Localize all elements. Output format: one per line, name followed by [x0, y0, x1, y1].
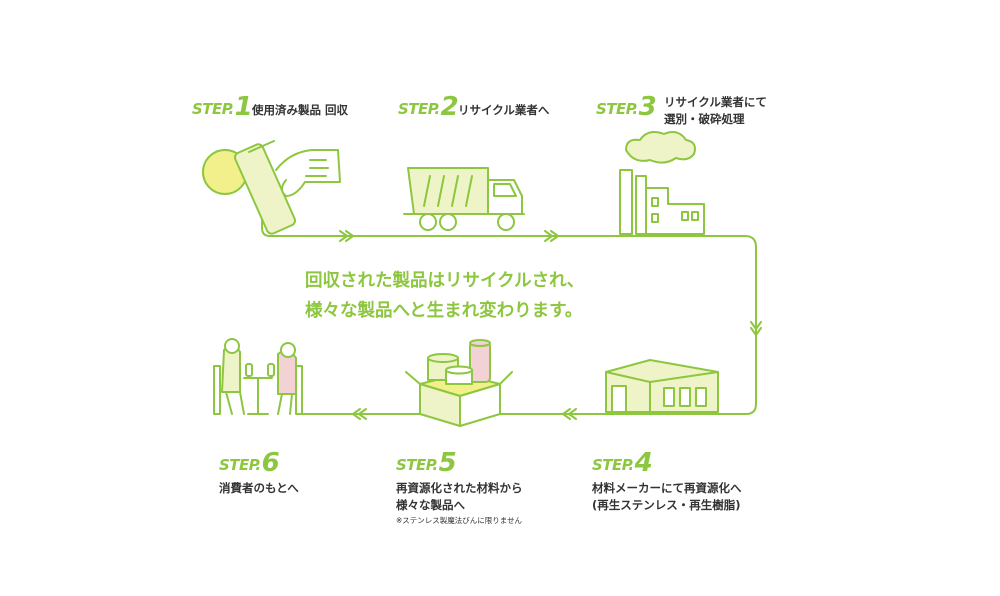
step-3-description: リサイクル業者にて 選別・破砕処理: [664, 94, 767, 128]
step-desc-line: 材料メーカーにて再資源化へ: [592, 481, 742, 495]
step-desc-line: リサイクル業者にて: [664, 95, 767, 109]
step-word: STEP.: [192, 100, 234, 118]
step-5-description: 再資源化された材料から 様々な製品へ: [396, 480, 523, 514]
arrow-right-icon: [544, 230, 559, 242]
step-desc-line: 再資源化された材料から: [396, 481, 523, 495]
step-word: STEP.: [592, 456, 634, 474]
center-message: 回収された製品はリサイクルされ、 様々な製品へと生まれ変わります。: [305, 266, 635, 326]
step-desc-line: リサイクル業者へ: [458, 103, 550, 117]
step-word: STEP.: [396, 456, 438, 474]
factory-icon: [619, 131, 705, 235]
product-box-icon: [405, 339, 513, 427]
arrow-down-icon: [750, 321, 762, 336]
step-3-label: STEP. 3: [596, 92, 657, 122]
step-desc-line: 消費者のもとへ: [219, 481, 299, 495]
step-number: 2: [440, 92, 459, 122]
step-5-label: STEP. 5: [396, 448, 457, 478]
step-desc-line: 選別・破砕処理: [664, 112, 745, 126]
step-desc-line: 使用済み製品 回収: [252, 103, 349, 117]
step-word: STEP.: [219, 456, 261, 474]
step-5-note: ※ステンレス製魔法びんに限りません: [396, 516, 523, 525]
consumers-at-table-icon: [213, 338, 303, 415]
recycling-truck-icon: [403, 167, 525, 231]
step-4-description: 材料メーカーにて再資源化へ (再生ステンレス・再生樹脂): [592, 480, 742, 514]
hand-with-bottle-icon: [202, 140, 341, 235]
center-message-line: 様々な製品へと生まれ変わります。: [305, 301, 583, 321]
step-desc-line: (再生ステンレス・再生樹脂): [592, 498, 741, 512]
warehouse-icon: [605, 359, 719, 413]
arrow-left-icon: [352, 408, 367, 420]
step-number: 3: [638, 92, 657, 122]
step-1-label: STEP. 1: [192, 92, 253, 122]
step-1-description: 使用済み製品 回収: [252, 102, 348, 119]
arrow-right-icon: [339, 230, 354, 242]
arrow-left-icon: [562, 408, 577, 420]
step-word: STEP.: [596, 100, 638, 118]
step-word: STEP.: [398, 100, 440, 118]
center-message-line: 回収された製品はリサイクルされ、: [305, 271, 585, 291]
step-6-label: STEP. 6: [219, 448, 280, 478]
step-4-label: STEP. 4: [592, 448, 653, 478]
step-number: 5: [438, 448, 457, 478]
step-2-label: STEP. 2: [398, 92, 459, 122]
step-desc-line: 様々な製品へ: [396, 498, 465, 512]
step-number: 4: [634, 448, 653, 478]
step-number: 6: [261, 448, 280, 478]
step-6-description: 消費者のもとへ: [219, 480, 299, 497]
step-2-description: リサイクル業者へ: [458, 102, 549, 119]
step-number: 1: [234, 92, 253, 122]
